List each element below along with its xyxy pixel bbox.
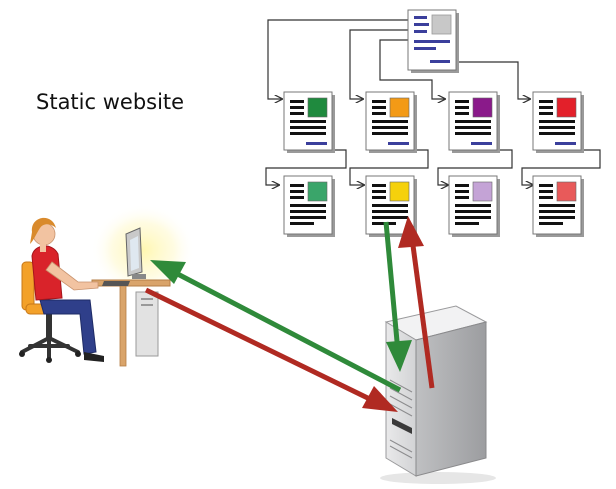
request-arrowhead <box>362 386 398 412</box>
site-pages <box>283 91 584 237</box>
page-request-arrowhead <box>398 216 424 248</box>
page-accent-swatch <box>389 97 410 118</box>
connector-page-2-to-page-6 <box>349 149 429 185</box>
connector-page-1-to-page-5 <box>265 149 347 185</box>
page-accent-swatch <box>389 181 410 202</box>
diagram-title: Static website <box>36 90 185 114</box>
request-response-arrows <box>144 216 435 412</box>
page-accent-swatch <box>472 97 493 118</box>
server-tower-icon <box>380 305 496 484</box>
person-at-computer-icon <box>19 217 171 367</box>
web-page-document-icon <box>365 175 417 237</box>
page-fetch-arrowhead <box>386 340 412 372</box>
page-accent-swatch <box>472 181 493 202</box>
web-page-document-icon <box>532 91 584 153</box>
response-arrowhead <box>150 260 186 284</box>
response-arrow-server-to-user <box>168 267 402 393</box>
page-accent-swatch <box>307 181 328 202</box>
connector-page-3-to-page-7 <box>437 149 513 185</box>
connector-home-to-page-4 <box>459 61 530 99</box>
page-hierarchy-connectors <box>265 19 601 185</box>
web-page-document-icon <box>532 175 584 237</box>
page-fetch-arrow-down <box>383 221 401 353</box>
web-page-document-icon <box>448 91 500 153</box>
connector-home-to-page-2 <box>349 29 410 99</box>
web-page-document-icon <box>365 91 417 153</box>
request-arrow-user-to-server <box>144 287 382 407</box>
page-accent-swatch <box>556 181 577 202</box>
page-accent-swatch <box>556 97 577 118</box>
connector-page-4-to-page-8 <box>521 149 601 185</box>
page-request-arrow-up <box>409 237 435 389</box>
connector-home-to-page-3 <box>379 39 445 99</box>
connector-home-to-page-1 <box>267 19 410 99</box>
page-accent-swatch <box>307 97 328 118</box>
web-page-document-icon <box>283 175 335 237</box>
web-page-document-icon <box>283 91 335 153</box>
home-page-document-icon <box>407 9 459 73</box>
web-page-document-icon <box>448 175 500 237</box>
